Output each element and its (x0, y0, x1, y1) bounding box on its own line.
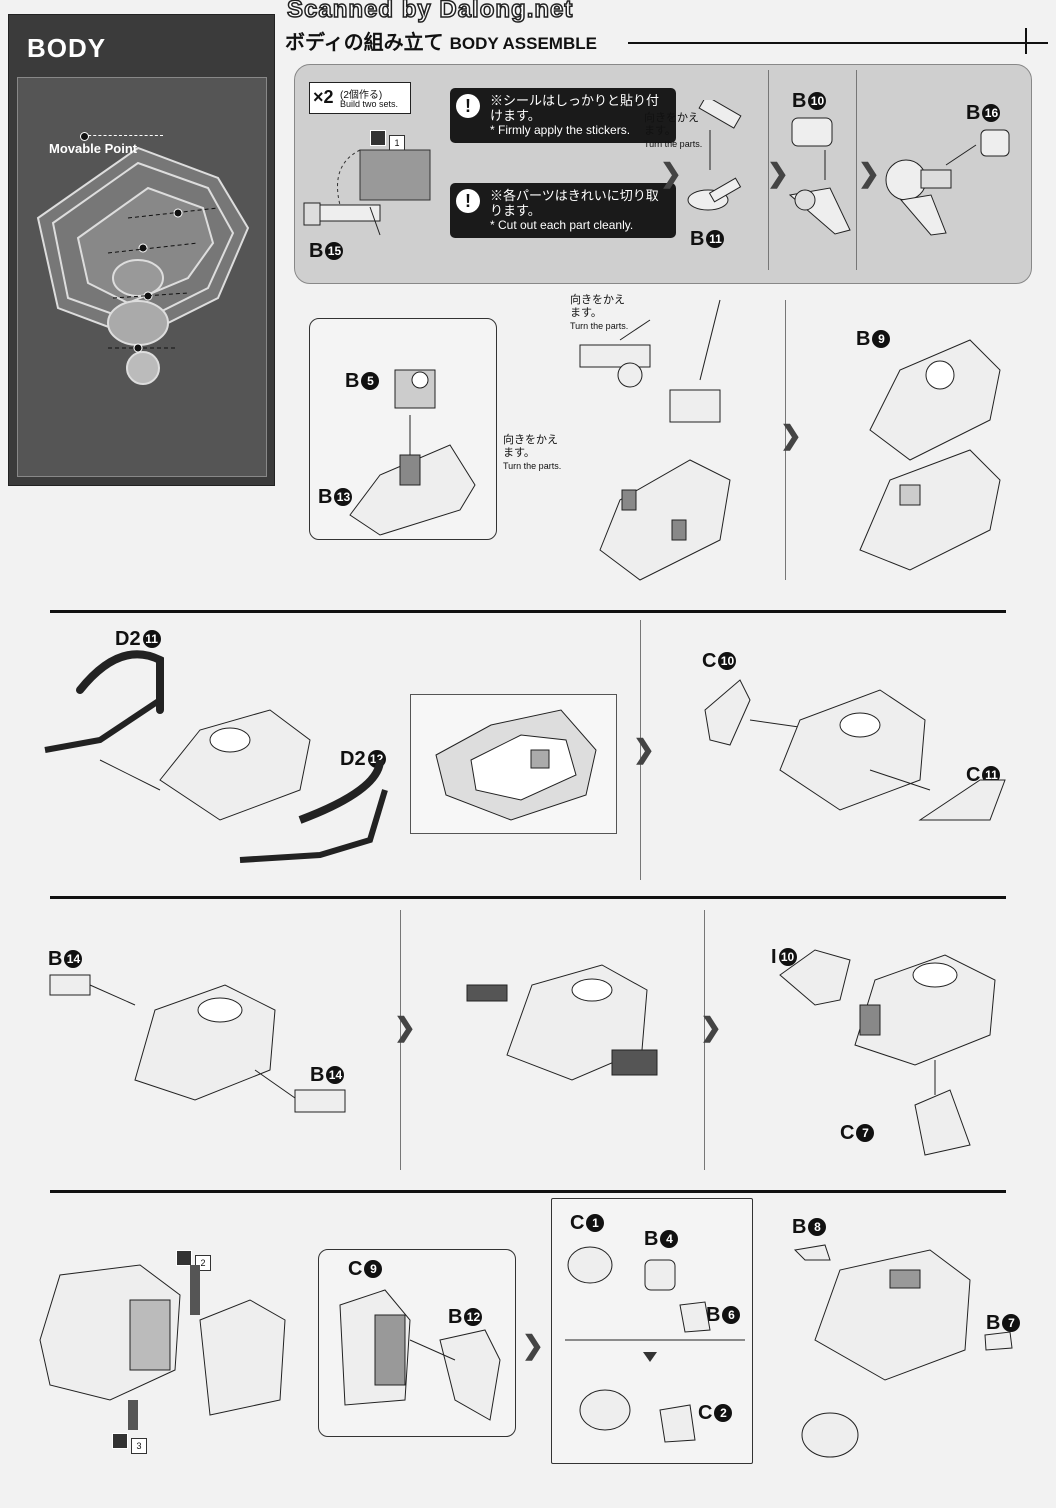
caution-icon: ! (456, 189, 480, 213)
divider (704, 910, 705, 1170)
badge-jp: (2個作る) (340, 90, 383, 101)
step5-right (793, 1244, 1013, 1458)
step2-assembly (579, 299, 731, 581)
step1-part-b16 (885, 129, 1010, 236)
sticker-number: 3 (131, 1438, 147, 1454)
sticker-number: 1 (389, 135, 405, 151)
movable-leader (83, 135, 163, 136)
step5-left (39, 1264, 286, 1430)
note2-en: * Cut out each part cleanly. (490, 218, 634, 232)
sticker-tag-1: 1 (370, 130, 405, 151)
turn-note-1: 向きをかえます。Turn the parts. (644, 112, 703, 149)
page-title: ボディの組み立て BODY ASSEMBLE (285, 26, 597, 55)
step-arrow: ❯ (633, 734, 655, 764)
divider (640, 620, 641, 880)
sticker-icon (370, 130, 386, 146)
body-render (36, 146, 250, 385)
title-en: BODY ASSEMBLE (449, 34, 597, 53)
step5-c-parts (565, 1246, 745, 1443)
note1-en: * Firmly apply the stickers. (490, 123, 631, 137)
sticker-note: ! ※シールはしっかりと貼り付けます。 * Firmly apply the s… (450, 88, 676, 143)
step3-assembly (44, 650, 388, 863)
step-arrow: ❯ (780, 420, 802, 450)
side-title: BODY (27, 33, 107, 63)
step4-right (779, 949, 996, 1156)
detail-inset (410, 694, 617, 834)
step2-part-b9 (859, 339, 1001, 571)
section-rule (50, 1190, 1006, 1193)
movable-point-label: Movable Point (49, 141, 138, 156)
divider (856, 70, 857, 270)
sticker-icon (176, 1250, 192, 1266)
movable-dot (80, 132, 89, 141)
movable-point-figure (17, 77, 267, 477)
section-rule (50, 610, 1006, 613)
sticker-icon (112, 1433, 128, 1449)
divider (400, 910, 401, 1170)
step2-part-b13 (349, 415, 476, 536)
scan-banner: Scanned by Dalong.net (286, 0, 574, 24)
build-two-badge: ×2 (2個作る) Build two sets. (309, 82, 411, 114)
note1-jp: ※シールはしっかりと貼り付けます。 (490, 93, 660, 123)
side-panel: BODY Movable Point (8, 14, 275, 486)
step1-part-b10 (788, 117, 851, 235)
turn-note-2: 向きをかえます。Turn the parts. (503, 434, 562, 471)
divider (785, 300, 786, 580)
step-arrow: ❯ (660, 158, 682, 188)
step1-part-b11 (687, 100, 742, 211)
title-jp: ボディの組み立て (285, 32, 444, 54)
step-arrow: ❯ (522, 1330, 544, 1360)
step-arrow: ❯ (858, 158, 880, 188)
note2-jp: ※各パーツはきれいに切り取ります。 (490, 188, 659, 218)
inset-figure (435, 709, 597, 821)
badge-en: Build two sets. (340, 99, 399, 109)
sticker-tag-2: 2 (176, 1250, 211, 1271)
cut-note: ! ※各パーツはきれいに切り取ります。 * Cut out each part … (450, 183, 676, 238)
header-tick (1025, 28, 1027, 54)
section-rule (50, 896, 1006, 899)
step-arrow: ❯ (700, 1012, 722, 1042)
step3-part-c (704, 679, 1006, 821)
step4-middle (466, 964, 658, 1081)
header-rule (628, 42, 1048, 44)
step-arrow: ❯ (767, 158, 789, 188)
sticker-tag-3: 3 (112, 1433, 147, 1454)
step5-c9-b12 (339, 1289, 501, 1421)
turn-note-3: 向きをかえます。Turn the parts. (570, 294, 629, 331)
step2-part-b5 (394, 369, 436, 409)
step4-left (49, 974, 346, 1113)
divider (768, 70, 769, 270)
step-arrow: ❯ (394, 1012, 416, 1042)
badge-x2: ×2 (313, 87, 334, 107)
caution-icon: ! (456, 94, 480, 118)
step1-part-b15 (303, 149, 431, 236)
